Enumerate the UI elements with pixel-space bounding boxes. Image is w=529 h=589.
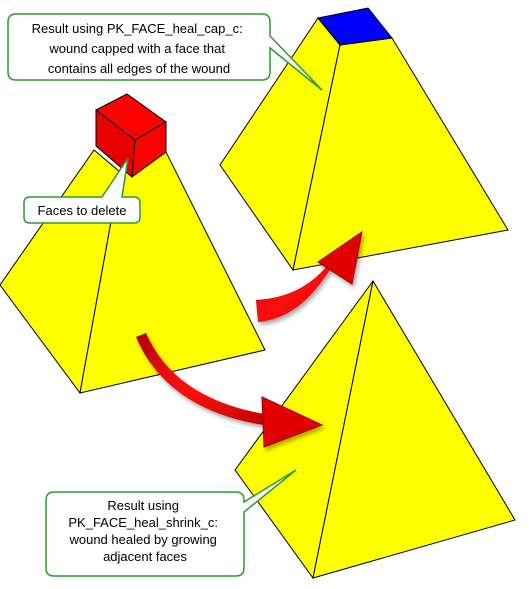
svg-text:Faces to delete: Faces to delete <box>38 203 127 218</box>
callout-cap-result: Result using PK_FACE_heal_cap_c: wound c… <box>7 13 323 91</box>
callout-shrink-result: Result using PK_FACE_heal_shrink_c: woun… <box>45 469 297 577</box>
callout-cap-line-1: Result using PK_FACE_heal_cap_c: <box>32 21 243 36</box>
deleted-face-right <box>131 121 167 179</box>
svg-text:Result using PK_FACE_heal_cap_: Result using PK_FACE_heal_cap_c: wound c… <box>32 21 247 76</box>
original-pyramid <box>0 93 266 395</box>
svg-text:Result using PK_FACE_hea: Result using PK_FACE_heal_shrink_c: woun… <box>68 498 221 564</box>
arrow-to-shrink-result <box>136 333 324 448</box>
callout-shrink-line-2: PK_FACE_heal_shrink_c: <box>68 515 218 530</box>
callout-delete-line-1: Faces to delete <box>38 203 127 218</box>
callout-shrink-line-1: Result using <box>107 498 179 513</box>
callout-cap-line-3: contains all edges of the wound <box>48 61 230 76</box>
callout-faces-to-delete: Faces to delete <box>23 157 141 224</box>
callout-cap-line-2: wound capped with a face that <box>48 41 225 56</box>
shrink-right-face <box>312 279 516 579</box>
cap-face-blue <box>317 7 393 46</box>
arrow-to-cap-result <box>256 230 363 322</box>
callout-shrink-line-4: adjacent faces <box>103 549 187 564</box>
callout-shrink-line-3: wound healed by growing <box>68 532 216 547</box>
